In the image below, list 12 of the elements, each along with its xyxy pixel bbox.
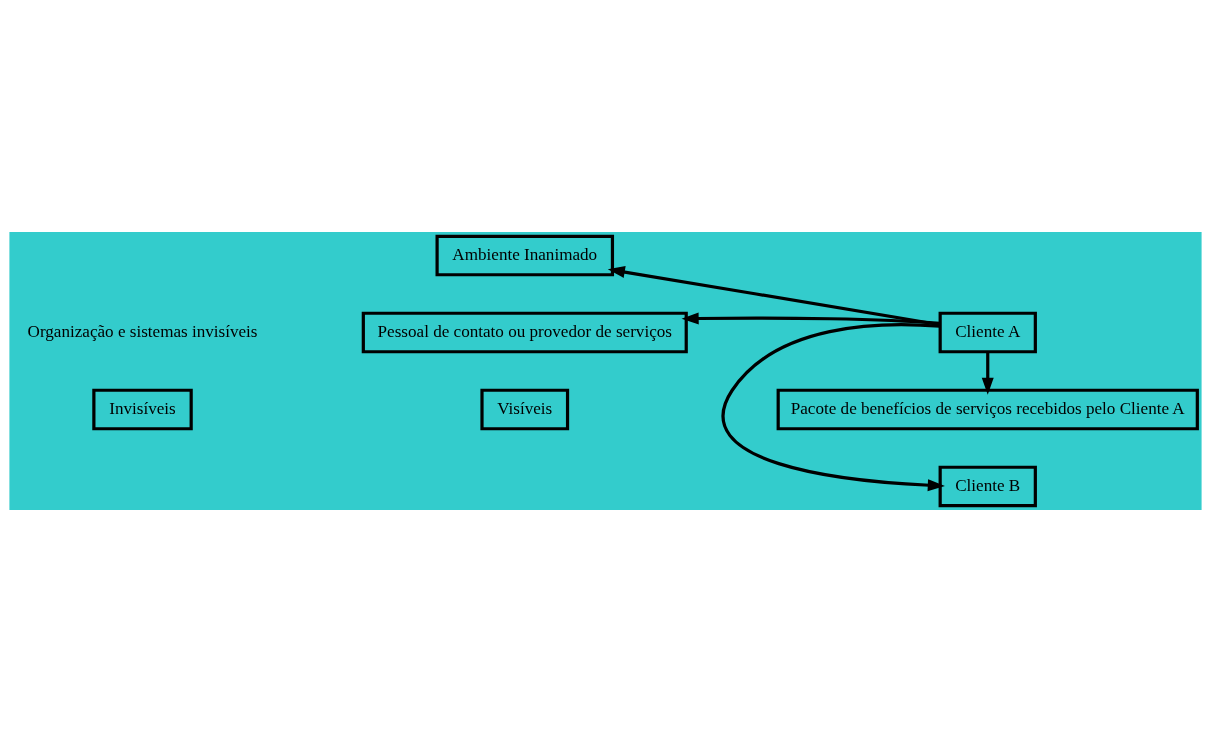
arrow [681,312,940,325]
node-box: Pessoal de contato ou provedor de serviços [361,311,688,354]
node-box: Visíveis [480,388,570,431]
node-box: Cliente A [938,311,1037,354]
arrow [981,351,994,395]
node-box: Cliente B [938,465,1037,508]
node-box: Pacote de benefícios de serviços recebidos pelo Cliente A [776,388,1199,431]
node-text: Organização e sistemas invisíveis [27,321,258,341]
node-box: Ambiente Inanimado [435,234,615,277]
arrow [607,266,941,327]
node-box: Invisíveis [92,388,193,431]
arrow [722,323,945,492]
